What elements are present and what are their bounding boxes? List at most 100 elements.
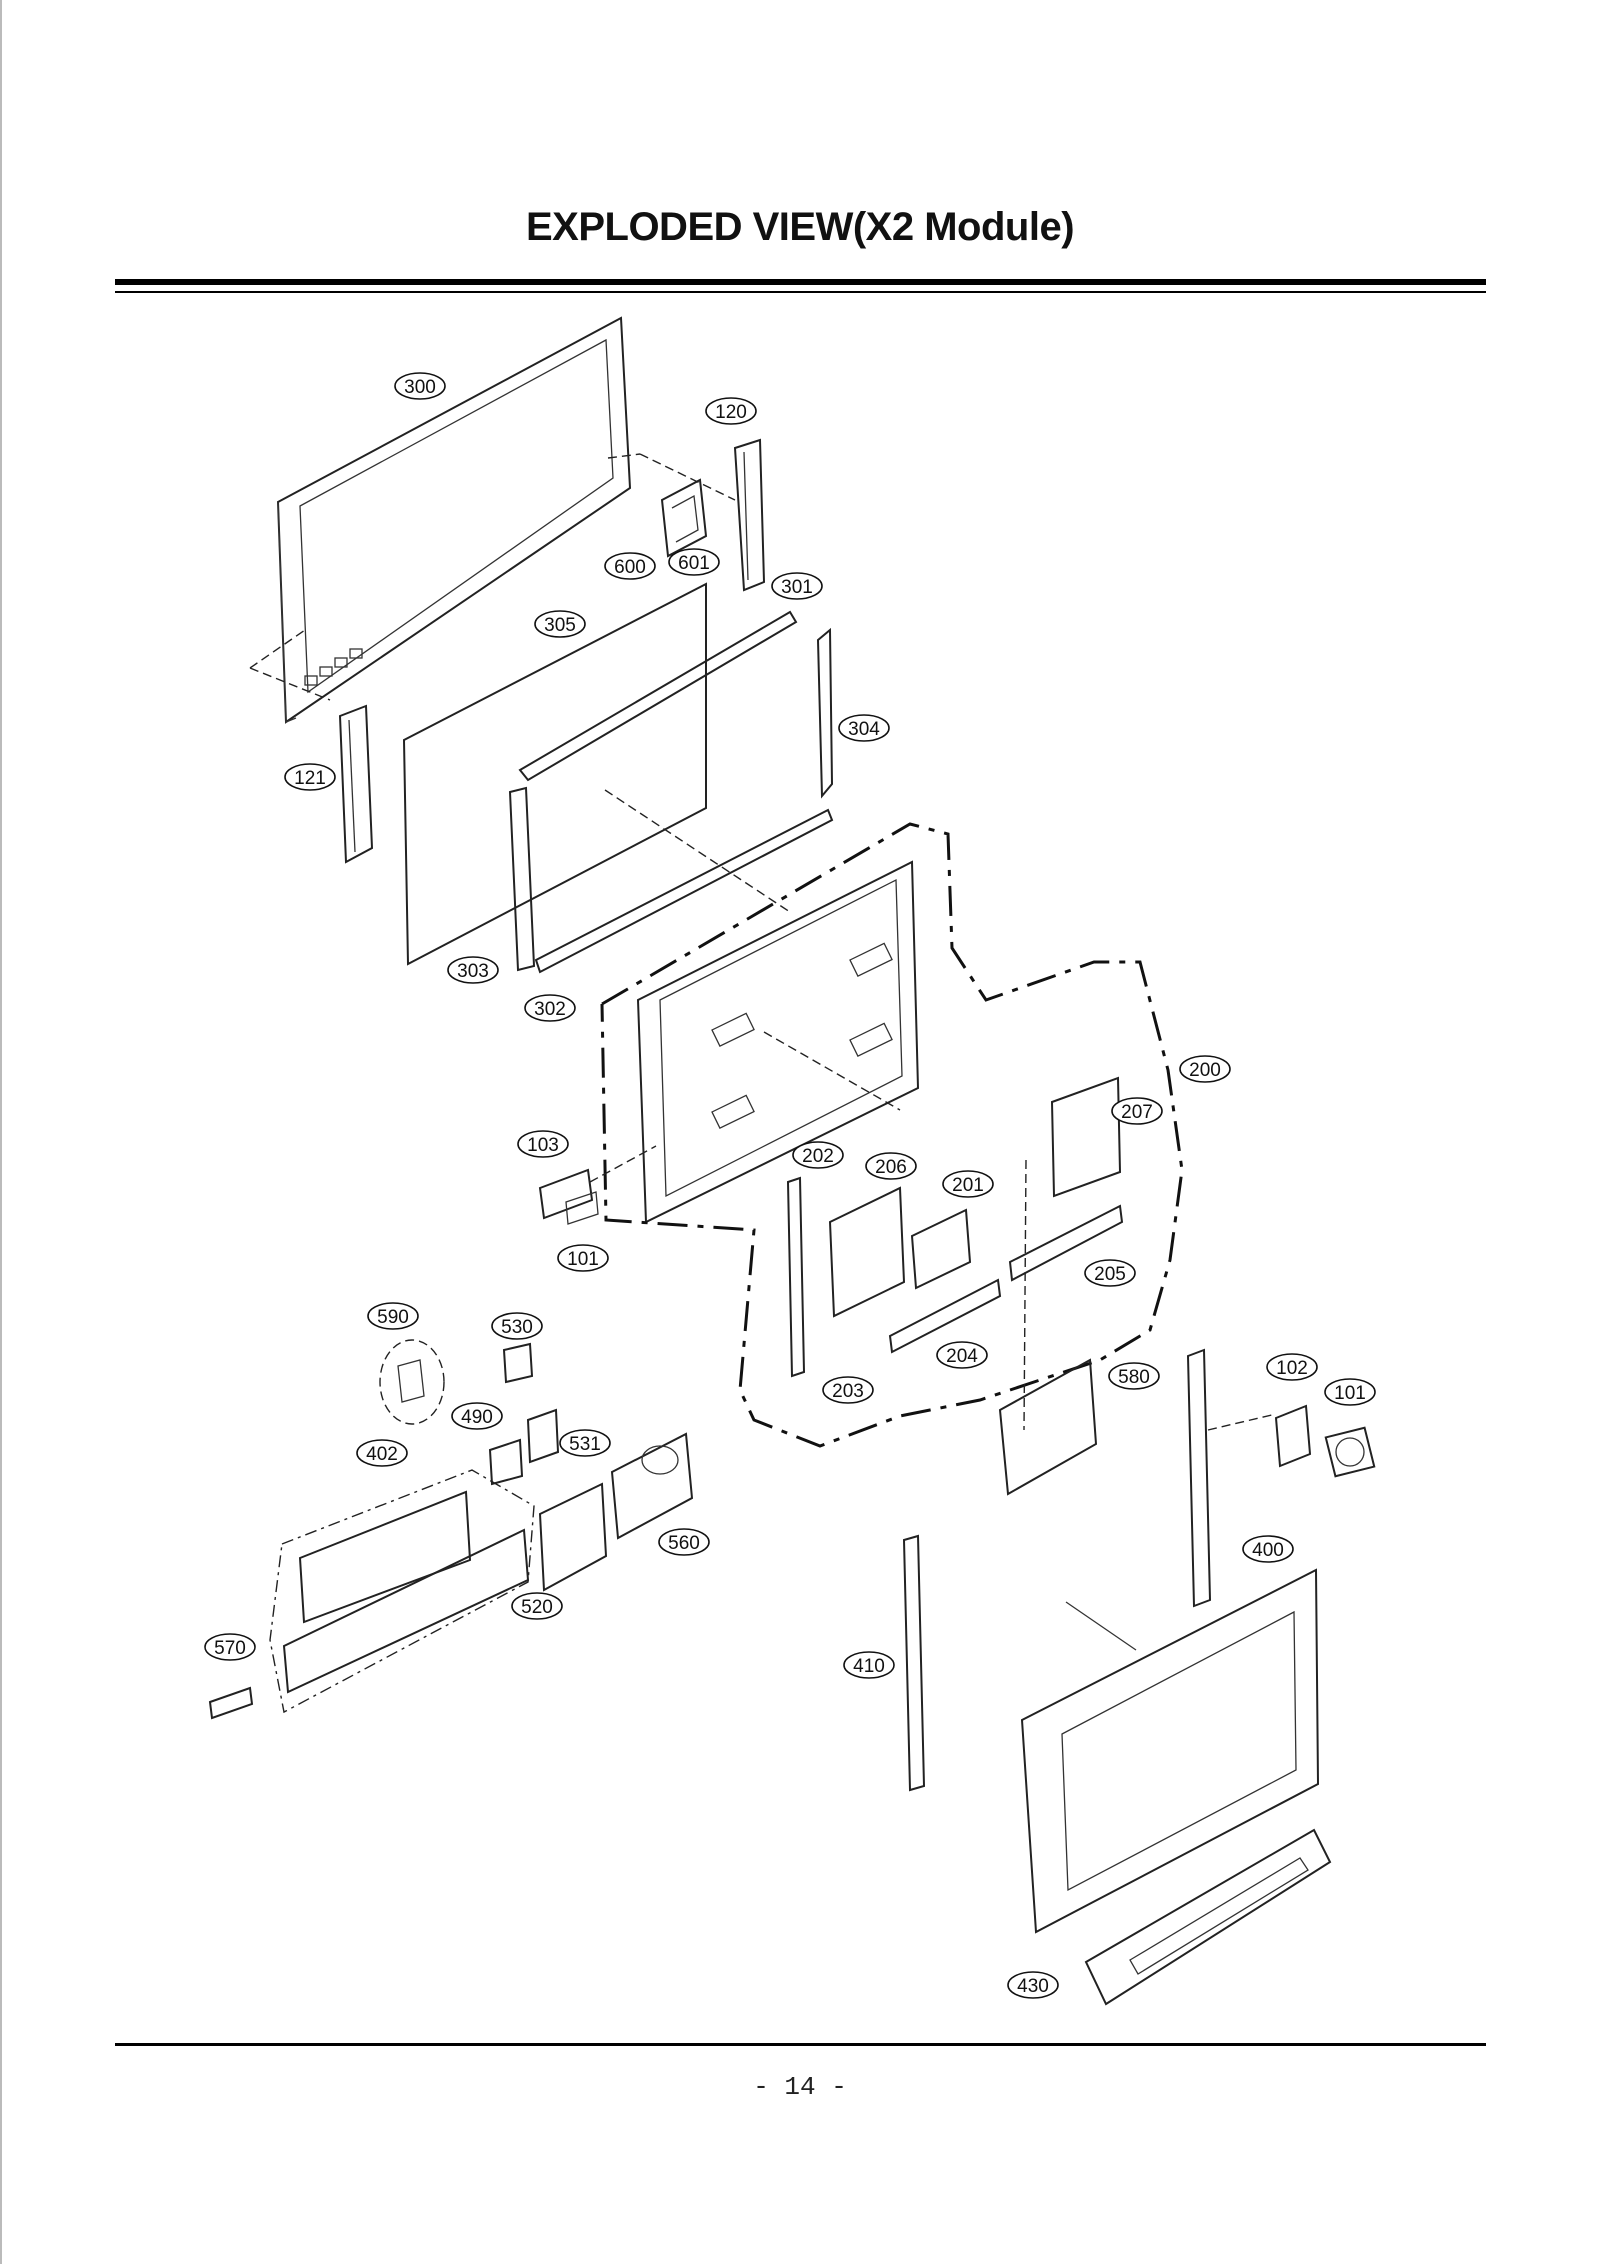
callout-ellipse: [1007, 1971, 1059, 1999]
callout-ellipse: [822, 1376, 874, 1404]
back-cover-400: [1020, 1568, 1320, 1934]
callout-ellipse: [668, 548, 720, 576]
callout-label: 204: [946, 1346, 978, 1367]
callout-ellipse: [517, 1130, 569, 1158]
callout-ellipse: [1108, 1362, 1160, 1390]
part-531: [526, 1408, 560, 1464]
callout-label: 301: [781, 577, 813, 598]
callout-ellipse: [1111, 1097, 1163, 1125]
callout-label: 560: [668, 1533, 700, 1554]
callout-590: 590: [367, 1302, 419, 1330]
stand-430: [1084, 1828, 1332, 2006]
callout-label: 600: [614, 557, 646, 578]
callout-ellipse: [394, 372, 446, 400]
callout-120: 120: [705, 397, 757, 425]
callout-203: 203: [822, 1376, 874, 1404]
callout-label: 302: [534, 999, 566, 1020]
callout-102: 102: [1266, 1353, 1318, 1381]
title-rule-thin: [115, 291, 1486, 293]
callout-ellipse: [604, 552, 656, 580]
pcb-206: [828, 1186, 906, 1318]
callout-530: 530: [491, 1312, 543, 1340]
callout-ellipse: [511, 1592, 563, 1620]
bracket-410: [902, 1534, 926, 1792]
callout-303: 303: [447, 956, 499, 984]
pcb-205: [1008, 1204, 1124, 1282]
callout-label: 530: [501, 1317, 533, 1338]
callout-label: 206: [875, 1157, 907, 1178]
callout-410: 410: [843, 1651, 895, 1679]
page-number: - 14 -: [753, 2072, 847, 2102]
filter-glass-305: [402, 582, 707, 966]
callout-302: 302: [524, 994, 576, 1022]
callout-label: 202: [802, 1146, 834, 1167]
callout-300: 300: [394, 372, 446, 400]
part-570: [208, 1686, 254, 1720]
callout-label: 520: [521, 1597, 553, 1618]
callout-531: 531: [559, 1429, 611, 1457]
callout-ellipse: [524, 994, 576, 1022]
callout-520: 520: [511, 1592, 563, 1620]
callout-label: 601: [678, 553, 710, 574]
callout-ellipse: [1266, 1353, 1318, 1381]
callout-label: 120: [715, 402, 747, 423]
callout-ellipse: [936, 1341, 988, 1369]
pcb-204: [888, 1278, 1002, 1354]
callout-ellipse: [1324, 1378, 1376, 1406]
callout-301: 301: [771, 572, 823, 600]
callout-labels: 300 120 600 601 301 305 304 121 303 302 200 207 103 2…: [204, 372, 1376, 1999]
callout-ellipse: [491, 1312, 543, 1340]
callout-ellipse: [447, 956, 499, 984]
callout-580: 580: [1108, 1362, 1160, 1390]
front-cabinet-300: [249, 316, 632, 724]
callout-ellipse: [792, 1141, 844, 1169]
callout-label: 303: [457, 961, 489, 982]
bracket-600-601: [660, 478, 708, 558]
callout-206: 206: [865, 1152, 917, 1180]
page-edge: [0, 0, 2, 2264]
callout-ellipse: [1242, 1535, 1294, 1563]
callout-560: 560: [658, 1528, 710, 1556]
fan-101: [1324, 1426, 1376, 1478]
callout-ellipse: [534, 610, 586, 638]
callout-label: 121: [294, 768, 326, 789]
callout-ellipse: [367, 1302, 419, 1330]
callout-207: 207: [1111, 1097, 1163, 1125]
callout-ellipse: [284, 763, 336, 791]
callout-ellipse: [771, 572, 823, 600]
callout-ellipse: [204, 1633, 256, 1661]
callout-601: 601: [668, 548, 720, 576]
callout-ellipse: [843, 1651, 895, 1679]
callout-ellipse: [451, 1402, 503, 1430]
part-590: [379, 1339, 445, 1425]
callout-ellipse: [356, 1439, 408, 1467]
callout-label: 205: [1094, 1264, 1126, 1285]
bracket-202-203: [786, 1176, 806, 1378]
callout-304: 304: [838, 714, 890, 742]
callout-103: 103: [517, 1130, 569, 1158]
callout-205: 205: [1084, 1259, 1136, 1287]
callout-ellipse: [705, 397, 757, 425]
callout-570: 570: [204, 1633, 256, 1661]
callout-200: 200: [1179, 1055, 1231, 1083]
callout-label: 200: [1189, 1060, 1221, 1081]
pcb-580: [998, 1358, 1098, 1496]
callout-label: 103: [527, 1135, 559, 1156]
callout-label: 305: [544, 615, 576, 636]
callout-400: 400: [1242, 1535, 1294, 1563]
speaker-bracket-120: [607, 438, 766, 592]
callout-label: 400: [1252, 1540, 1284, 1561]
callout-600: 600: [604, 552, 656, 580]
callout-label: 304: [848, 719, 880, 740]
callout-490: 490: [451, 1402, 503, 1430]
callout-label: 300: [404, 377, 436, 398]
speaker-bracket-121: [338, 704, 374, 864]
callout-label: 570: [214, 1638, 246, 1659]
callout-label: 410: [853, 1656, 885, 1677]
callout-ellipse: [559, 1429, 611, 1457]
pcb-560: [610, 1432, 694, 1540]
pdp-module-200: [600, 822, 1184, 1448]
control-box-402: [269, 1469, 535, 1714]
callout-label: 207: [1121, 1102, 1153, 1123]
